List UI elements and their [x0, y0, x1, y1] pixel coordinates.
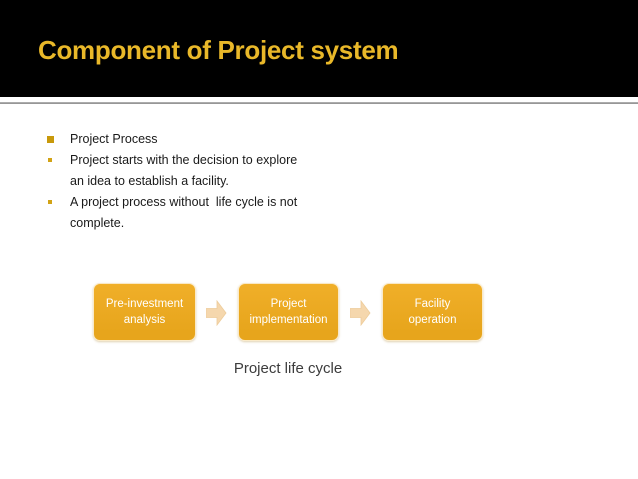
diagram-caption: Project life cycle: [233, 360, 343, 377]
bullet-text: A project process without life cycle is …: [70, 192, 297, 234]
bullet-line: complete.: [70, 216, 125, 230]
flow-box-label-line: Pre-investment: [105, 298, 184, 310]
flow-box-label-line: Project: [270, 298, 307, 310]
bullet-line: A project process without life cycle is …: [70, 195, 298, 209]
flow-box-label-line: operation: [408, 314, 457, 326]
flow-box-pre-investment-analysis: Pre-investment analysis: [93, 283, 196, 341]
slide-title: Component of Project system: [38, 35, 399, 65]
flow-box-label-line: analysis: [123, 314, 166, 326]
list-item: A project process without life cycle is …: [47, 192, 367, 234]
bullet-line: an idea to establish a facility.: [70, 174, 229, 188]
bullet-text: Project Process: [70, 129, 158, 150]
flow-box-label-line: implementation: [249, 314, 328, 326]
bullet-list: Project Process Project starts with the …: [47, 129, 367, 234]
bullet-line: Project Process: [70, 132, 158, 146]
flow-box-label-line: Facility: [414, 298, 451, 310]
square-bullet-icon: [48, 200, 52, 204]
slide-header: Component of Project system: [0, 0, 638, 97]
right-arrow-icon: [206, 300, 227, 326]
bullet-text: Project starts with the decision to expl…: [70, 150, 297, 192]
right-arrow-icon: [350, 300, 371, 326]
square-bullet-icon: [48, 158, 52, 162]
flow-box-facility-operation: Facility operation: [382, 283, 483, 341]
list-item: Project Process: [47, 129, 367, 150]
header-divider: [0, 102, 638, 104]
bullet-line: Project starts with the decision to expl…: [70, 153, 298, 167]
list-item: Project starts with the decision to expl…: [47, 150, 367, 192]
flow-box-project-implementation: Project implementation: [238, 283, 339, 341]
square-bullet-icon: [47, 136, 54, 143]
